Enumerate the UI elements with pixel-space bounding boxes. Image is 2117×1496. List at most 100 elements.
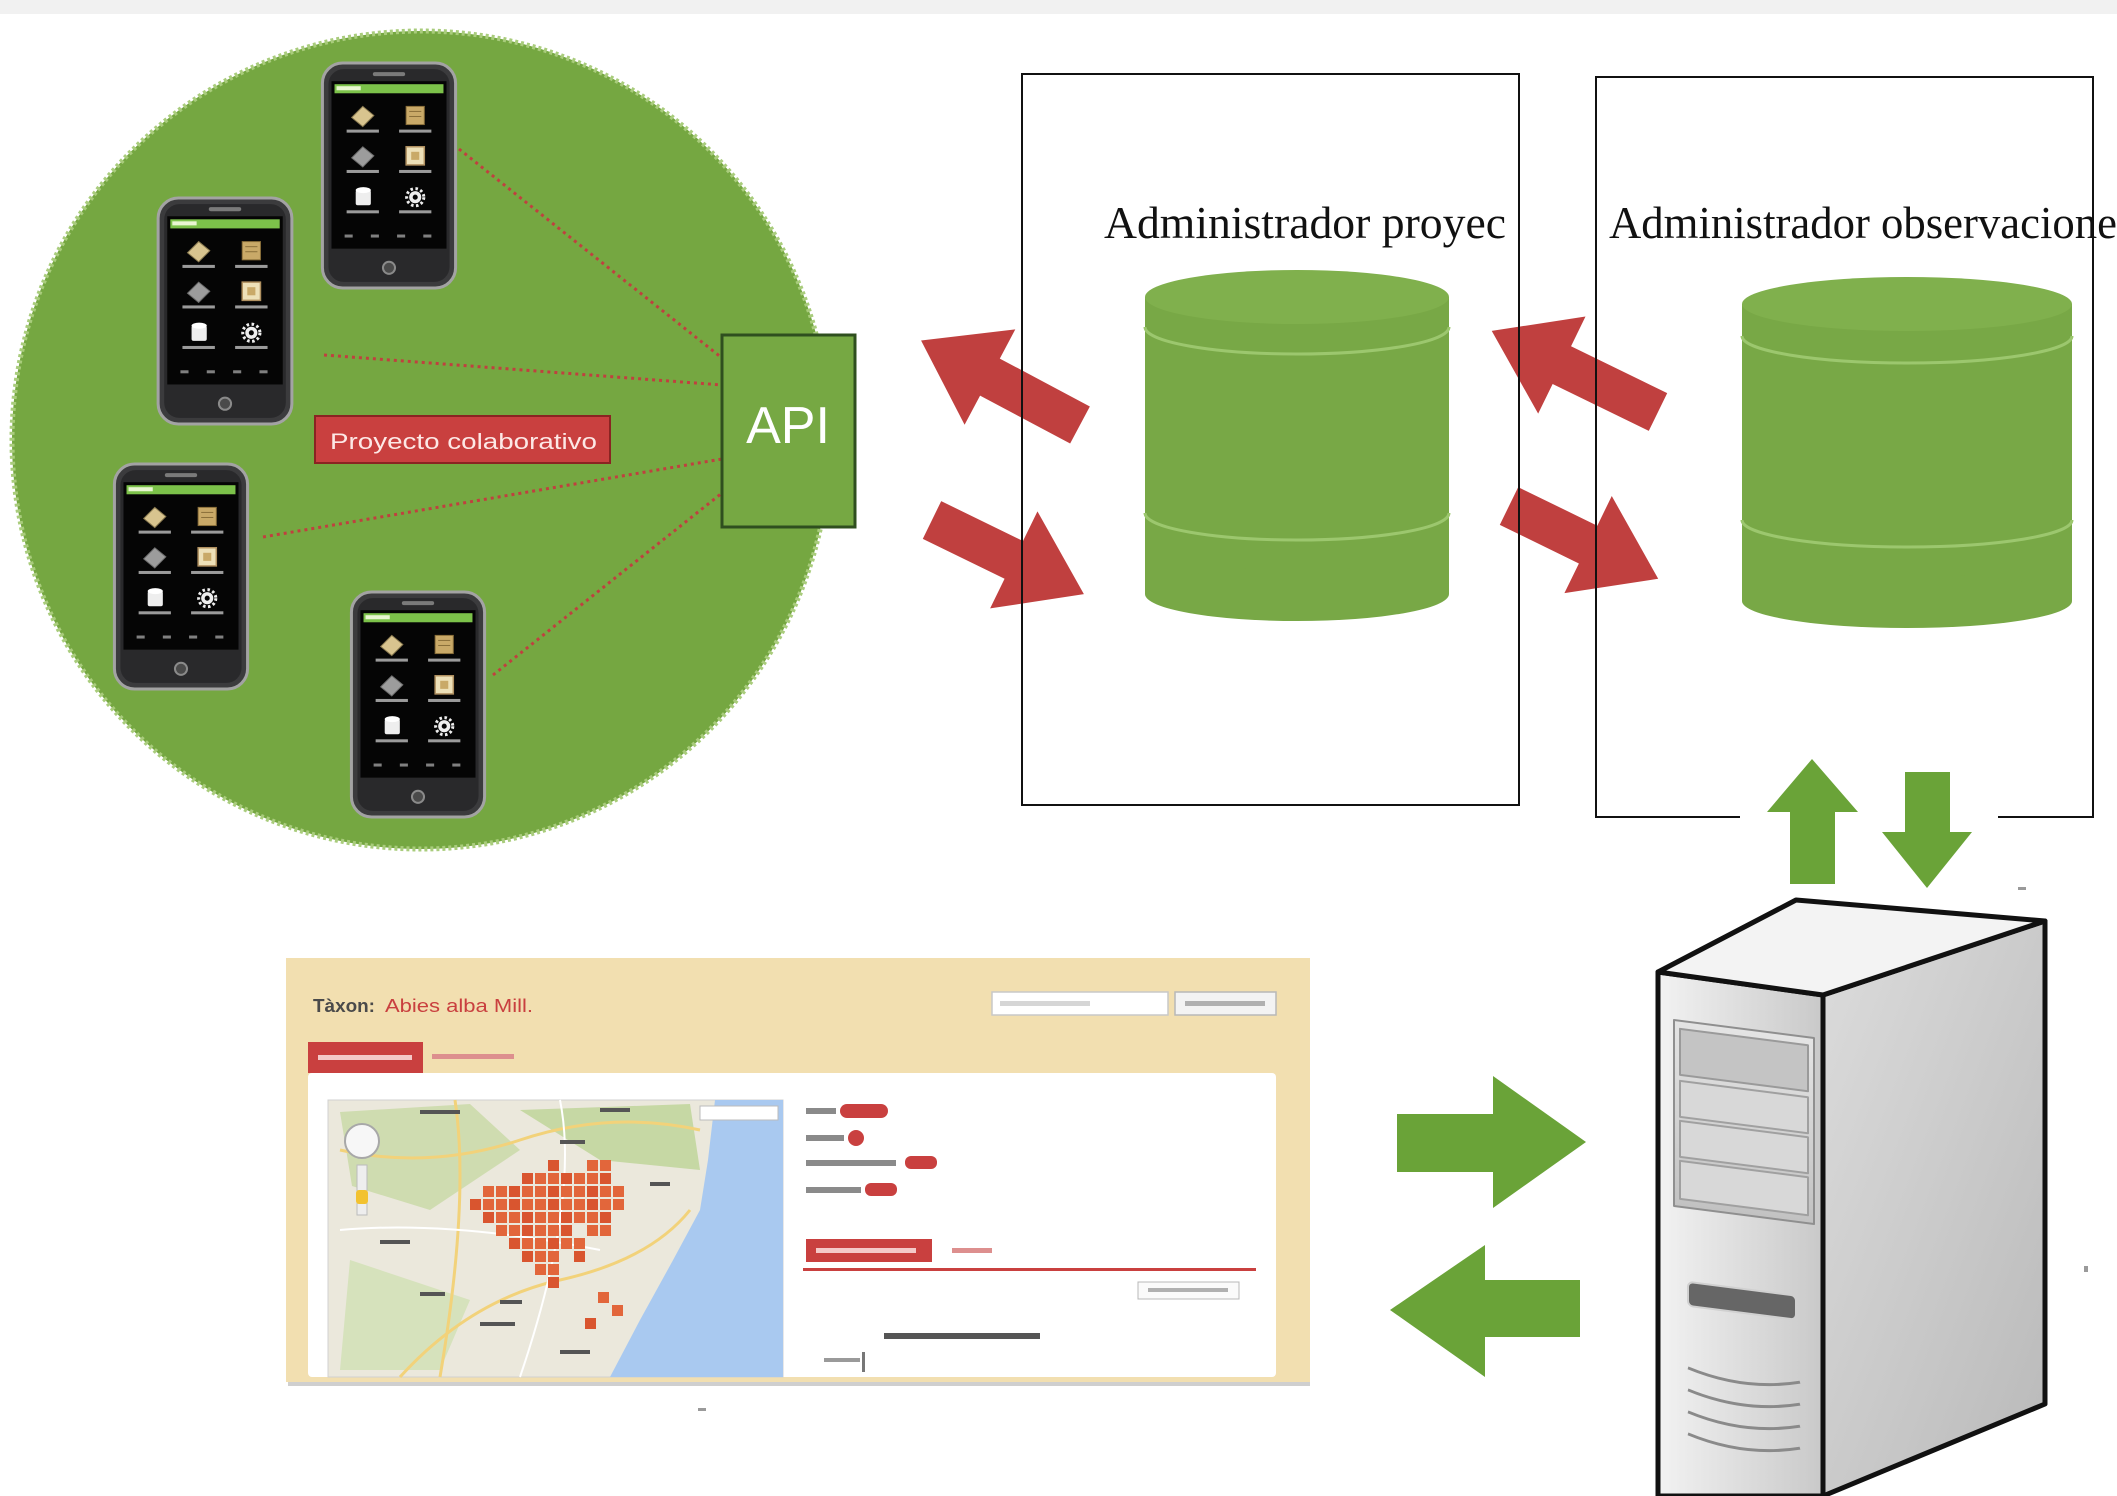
- collaborative-project-group: Proyecto colaborativo API: [9, 28, 857, 852]
- artifact-mark: [698, 1408, 706, 1411]
- distribution-cell: [548, 1173, 559, 1184]
- arrow-up-left: [921, 329, 1090, 444]
- distribution-cell: [600, 1173, 611, 1184]
- distribution-cell: [548, 1251, 559, 1262]
- api-box-frame: [720, 333, 857, 529]
- distribution-cell: [613, 1199, 624, 1210]
- distribution-cell: [548, 1186, 559, 1197]
- distribution-cell: [561, 1186, 572, 1197]
- distribution-cell: [535, 1173, 546, 1184]
- project-manager: Administrador proyec: [1021, 73, 1520, 806]
- distribution-cells: [470, 1160, 624, 1329]
- distribution-cell: [548, 1212, 559, 1223]
- project-label-box: [314, 415, 611, 464]
- chart-axis-stub: [824, 1358, 860, 1362]
- project-manager-frame: [1021, 73, 1520, 806]
- distribution-cell: [587, 1160, 598, 1171]
- distribution-cell: [587, 1173, 598, 1184]
- distribution-cell: [496, 1212, 507, 1223]
- distribution-cell: [600, 1212, 611, 1223]
- distribution-cell: [574, 1212, 585, 1223]
- database-icon: [1143, 270, 1451, 621]
- distribution-cell: [535, 1212, 546, 1223]
- distribution-cell: [522, 1238, 533, 1249]
- distribution-cell: [612, 1305, 623, 1316]
- drive-bay: [1679, 1119, 1809, 1175]
- distribution-cell: [574, 1251, 585, 1262]
- distribution-cell: [613, 1186, 624, 1197]
- search-placeholder: [1000, 1001, 1090, 1006]
- project-label-text: Proyecto colaborativo: [330, 429, 597, 454]
- server-top-face: [1655, 897, 2048, 998]
- tab-label: [318, 1055, 412, 1060]
- distribution-cell: [535, 1199, 546, 1210]
- map-label: [420, 1292, 445, 1296]
- vent-grille: [1687, 1366, 1801, 1453]
- distribution-cell: [535, 1238, 546, 1249]
- map-label: [650, 1182, 670, 1186]
- subtab-label: [816, 1248, 916, 1253]
- drive-bay: [1679, 1159, 1809, 1217]
- taxon-name: Abies alba Mill.: [385, 996, 533, 1016]
- small-button-label: [1148, 1288, 1228, 1292]
- web-portal-screenshot: Tàxon: Abies alba Mill.: [286, 958, 1310, 1386]
- arrow-down-right: [922, 501, 1084, 609]
- map-label: [500, 1300, 522, 1304]
- portal-tab: [432, 1054, 514, 1059]
- map-label: [480, 1322, 515, 1326]
- link-line: [262, 457, 723, 539]
- project-observation-flow: [1491, 316, 1668, 594]
- distribution-cell: [587, 1199, 598, 1210]
- distribution-cell: [483, 1199, 494, 1210]
- map-pan-control: [344, 1123, 380, 1159]
- distribution-cell: [561, 1225, 572, 1236]
- distribution-cell: [522, 1186, 533, 1197]
- arrow-left: [1390, 1245, 1580, 1377]
- distribution-cell: [509, 1238, 520, 1249]
- project-manager-label: Administrador proyec: [1104, 197, 1506, 248]
- info-badge: [905, 1156, 937, 1169]
- distribution-cell: [561, 1212, 572, 1223]
- drive-bay: [1679, 1079, 1809, 1135]
- arrow-down: [1882, 772, 1972, 888]
- map-pegman-icon: [356, 1190, 368, 1204]
- distribution-cell: [496, 1199, 507, 1210]
- server-tower-icon: [1655, 897, 2048, 1496]
- map-label: [600, 1108, 630, 1112]
- distribution-cell: [587, 1212, 598, 1223]
- distribution-map: [327, 1099, 784, 1379]
- distribution-cell: [470, 1199, 481, 1210]
- info-badge: [848, 1130, 864, 1146]
- taxon-info: [803, 1104, 1256, 1372]
- distribution-cell: [587, 1225, 598, 1236]
- info-line: [806, 1108, 836, 1114]
- distribution-cell: [587, 1186, 598, 1197]
- distribution-cell: [522, 1251, 533, 1262]
- artifact-mark: [2018, 887, 2026, 890]
- arrow-up: [1767, 759, 1858, 884]
- distribution-cell: [600, 1225, 611, 1236]
- distribution-cell: [509, 1212, 520, 1223]
- distribution-cell: [522, 1173, 533, 1184]
- distribution-cell: [522, 1225, 533, 1236]
- smartphone-icon: [320, 61, 458, 290]
- distribution-cell: [548, 1238, 559, 1249]
- taxon-prefix: Tàxon:: [313, 996, 375, 1016]
- map-labels: [380, 1108, 670, 1354]
- distribution-cell: [483, 1186, 494, 1197]
- info-badge: [840, 1104, 888, 1118]
- info-line: [806, 1187, 861, 1193]
- info-badge: [865, 1183, 897, 1196]
- map-label: [420, 1110, 460, 1114]
- distribution-cell: [598, 1292, 609, 1303]
- map-sea: [610, 1100, 783, 1377]
- observation-manager-label: Administrador observacione: [1609, 197, 2117, 248]
- api-project-flow: [921, 329, 1090, 609]
- api-box: API: [720, 333, 857, 529]
- map-label: [560, 1140, 585, 1144]
- portal-server-flow: [1390, 1076, 1586, 1377]
- distribution-cell: [535, 1186, 546, 1197]
- smartphone-icon: [112, 462, 250, 691]
- top-strip: [0, 0, 2117, 14]
